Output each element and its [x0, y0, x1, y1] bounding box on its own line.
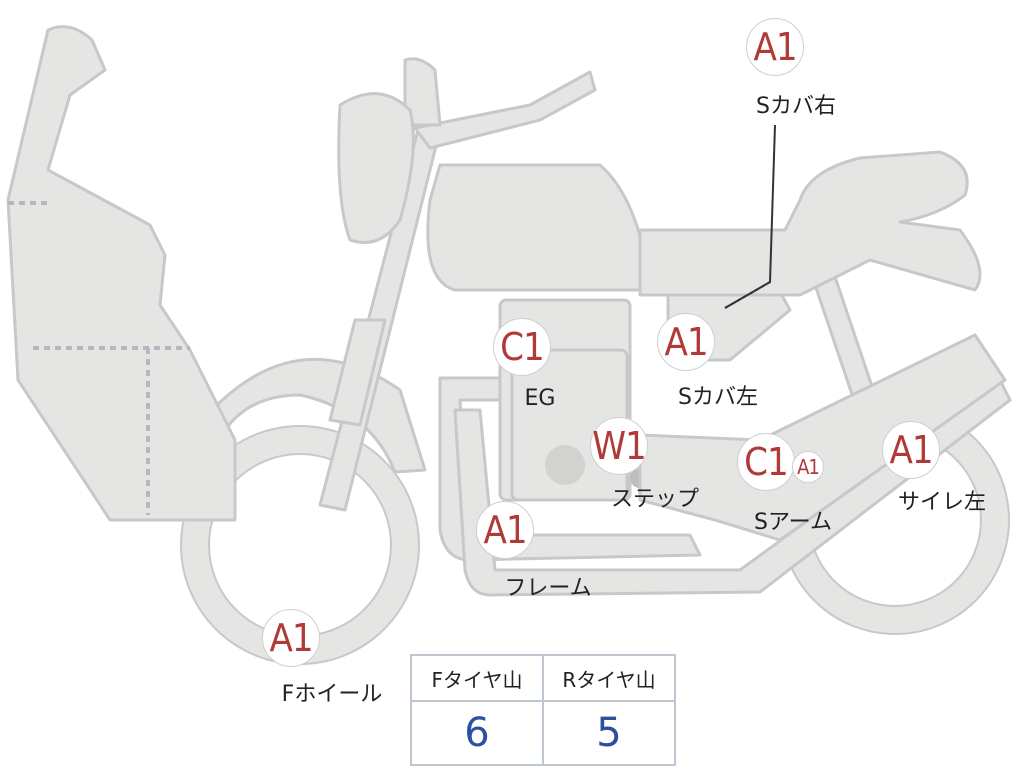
tire-tread-table: Fタイヤ山 Rタイヤ山 6 5: [410, 654, 676, 766]
grade-marker-step: W1: [590, 417, 648, 475]
front-cowl: [6, 25, 237, 522]
grade-marker-swing-arm: C1: [737, 433, 795, 491]
seat: [638, 150, 982, 297]
front-tire-value: 6: [410, 700, 544, 766]
label-frame: フレーム: [504, 576, 592, 601]
label-silencer-left: サイレ左: [897, 490, 987, 515]
grade-marker-frame: A1: [476, 501, 534, 559]
handlebar: [413, 70, 597, 150]
fuel-tank: [426, 163, 652, 292]
label-s-cover-left: Sカバ左: [678, 385, 758, 410]
label-swing-arm: Sアーム: [754, 510, 832, 535]
grade-marker-s-cover-right: A1: [746, 18, 804, 76]
rear-tire-header: Rタイヤ山: [542, 654, 676, 702]
front-tire-header: Fタイヤ山: [410, 654, 544, 702]
grade-marker-silencer-left: A1: [882, 421, 940, 479]
grade-marker-swing-arm-extra: A1: [792, 451, 824, 483]
label-step: ステップ: [610, 487, 700, 512]
label-engine: EG: [524, 386, 556, 411]
grade-marker-engine: C1: [493, 318, 551, 376]
rear-tire-value: 5: [542, 700, 676, 766]
label-front-wheel: Fホイール: [281, 682, 383, 707]
exhaust-pipe: [453, 378, 1012, 597]
headlight: [337, 92, 415, 244]
grade-marker-front-wheel: A1: [262, 609, 320, 667]
label-s-cover-right: Sカバ右: [756, 94, 836, 119]
grade-marker-s-cover-left: A1: [657, 313, 715, 371]
